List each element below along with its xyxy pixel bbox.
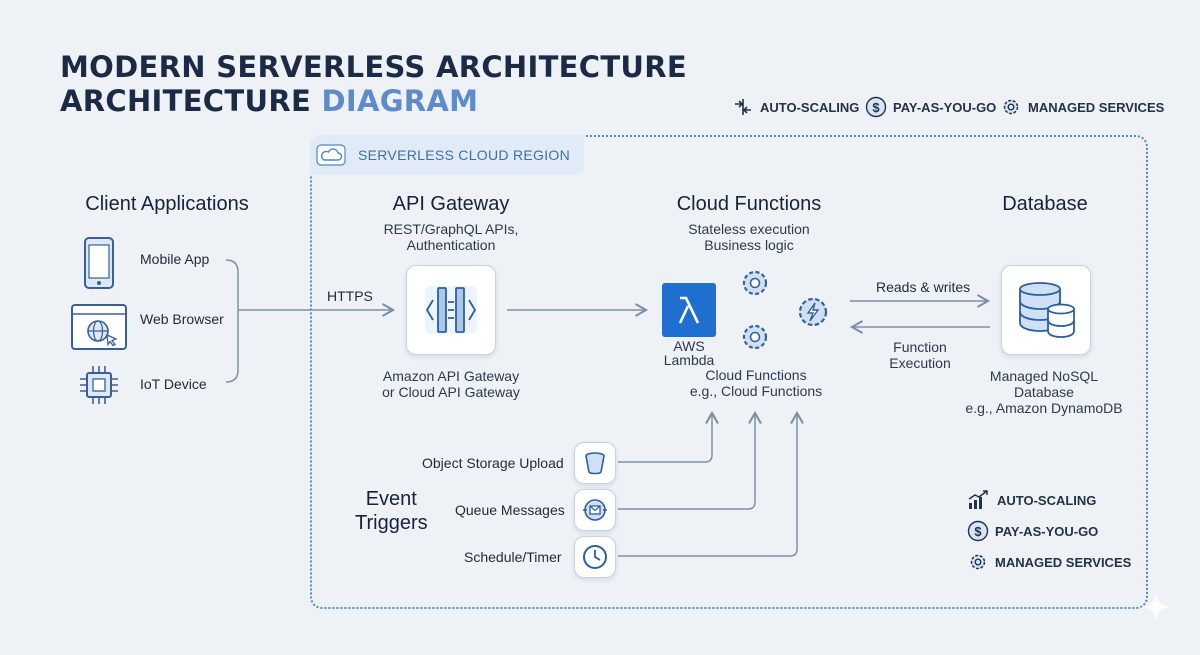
database-icon xyxy=(1019,282,1075,338)
badge-label: MANAGED SERVICES xyxy=(1028,99,1165,115)
trigger-object-storage-upload: Object Storage Upload xyxy=(422,455,564,471)
gear-icon xyxy=(738,266,772,305)
gear-icon xyxy=(1003,99,1019,115)
gateway-name-line2: or Cloud API Gateway xyxy=(382,384,520,400)
api-gateway-icon xyxy=(425,286,477,334)
badge-label: AUTO-SCALING xyxy=(760,99,860,115)
dollar-icon: $ xyxy=(865,96,887,118)
sparkle-icon xyxy=(1138,589,1174,630)
exec-line2: Execution xyxy=(889,355,951,371)
region-label-tab: SERVERLESS CLOUD REGION xyxy=(310,135,585,175)
badge-label: AUTO-SCALING xyxy=(997,492,1097,508)
svg-text:$: $ xyxy=(974,524,982,539)
functions-sub-line1: Stateless execution xyxy=(688,221,810,237)
dollar-icon: $ xyxy=(967,520,989,542)
title-accent: DIAGRAM xyxy=(321,84,479,118)
functions-sub-line2: Business logic xyxy=(704,237,794,253)
browser-icon xyxy=(70,303,128,356)
queue-icon xyxy=(583,499,607,521)
database-node xyxy=(1001,265,1091,355)
client-iot-device: IoT Device xyxy=(140,376,207,392)
bucket-icon xyxy=(585,452,605,475)
title-main: ARCHITECTURE xyxy=(60,84,312,118)
gateway-sub-line2: Authentication xyxy=(406,237,496,253)
functions-header: Cloud Functions xyxy=(676,193,822,215)
lightning-gear-icon xyxy=(794,293,832,336)
bottom-badge-pay-as-you-go: $ PAY-AS-YOU-GO xyxy=(967,520,1098,542)
clock-icon xyxy=(583,545,607,569)
trigger-queue-messages: Queue Messages xyxy=(455,502,565,518)
arrows-icon xyxy=(735,99,751,115)
triggers-title-line1: Event xyxy=(365,488,417,510)
gateway-name-line1: Amazon API Gateway xyxy=(382,368,520,384)
functions-name-line1: Cloud Functions xyxy=(705,367,807,383)
db-name-line3: e.g., Amazon DynamoDB xyxy=(965,400,1123,416)
lambda-icon xyxy=(662,283,716,337)
client-bracket xyxy=(225,259,239,383)
triggers-title-line2: Triggers xyxy=(355,512,428,534)
serverless-region xyxy=(310,135,1148,609)
gear-icon xyxy=(970,554,986,570)
storage-trigger-node xyxy=(574,442,616,484)
lambda-line2: Lambda xyxy=(663,352,715,368)
trigger-storage-line xyxy=(618,410,719,463)
bottom-badge-auto-scaling: AUTO-SCALING xyxy=(967,489,1096,511)
phone-icon xyxy=(83,236,115,295)
clients-header: Client Applications xyxy=(85,193,249,215)
api-gateway-node xyxy=(406,265,496,355)
client-web-browser: Web Browser xyxy=(140,311,224,327)
region-label: SERVERLESS CLOUD REGION xyxy=(358,147,571,163)
diagram-title-line1: MODERN SERVERLESS ARCHITECTURE xyxy=(60,50,688,84)
gateway-sub-line1: REST/GraphQL APIs, xyxy=(383,221,519,237)
client-mobile-app: Mobile App xyxy=(140,251,210,267)
trigger-queue-line xyxy=(618,410,762,510)
database-header: Database xyxy=(1002,193,1088,215)
badge-label: PAY-AS-YOU-GO xyxy=(893,99,997,115)
bottom-badge-managed-services: MANAGED SERVICES xyxy=(967,551,1131,573)
top-badge-managed-services: MANAGED SERVICES xyxy=(1000,96,1164,118)
cloud-icon xyxy=(316,144,346,166)
chip-icon xyxy=(78,364,120,411)
gateway-subtitle: REST/GraphQL APIs,Authentication xyxy=(384,221,519,253)
trigger-timer-line xyxy=(618,410,804,557)
gear-icon xyxy=(738,320,772,359)
timer-trigger-node xyxy=(574,536,616,578)
top-badge-pay-as-you-go: $ PAY-AS-YOU-GO xyxy=(865,96,996,118)
badge-label: MANAGED SERVICES xyxy=(995,554,1132,570)
diagram-title-line2: ARCHITECTURE DIAGRAM xyxy=(60,84,478,118)
lambda-line1: AWS xyxy=(673,338,705,354)
top-badge-auto-scaling: AUTO-SCALING xyxy=(732,96,859,118)
exec-line1: Function xyxy=(893,339,947,355)
https-label: HTTPS xyxy=(327,288,373,304)
functions-name-line2: e.g., Cloud Functions xyxy=(689,383,823,399)
queue-trigger-node xyxy=(574,489,616,531)
trigger-schedule-timer: Schedule/Timer xyxy=(464,549,562,565)
svg-text:$: $ xyxy=(872,100,880,115)
gateway-header: API Gateway xyxy=(392,193,510,215)
badge-label: PAY-AS-YOU-GO xyxy=(995,523,1099,539)
db-name-line1: Managed NoSQL xyxy=(989,368,1099,384)
db-name-line2: Database xyxy=(1014,384,1074,400)
chart-icon xyxy=(968,490,988,509)
reads-writes-label: Reads & writes xyxy=(876,279,971,295)
